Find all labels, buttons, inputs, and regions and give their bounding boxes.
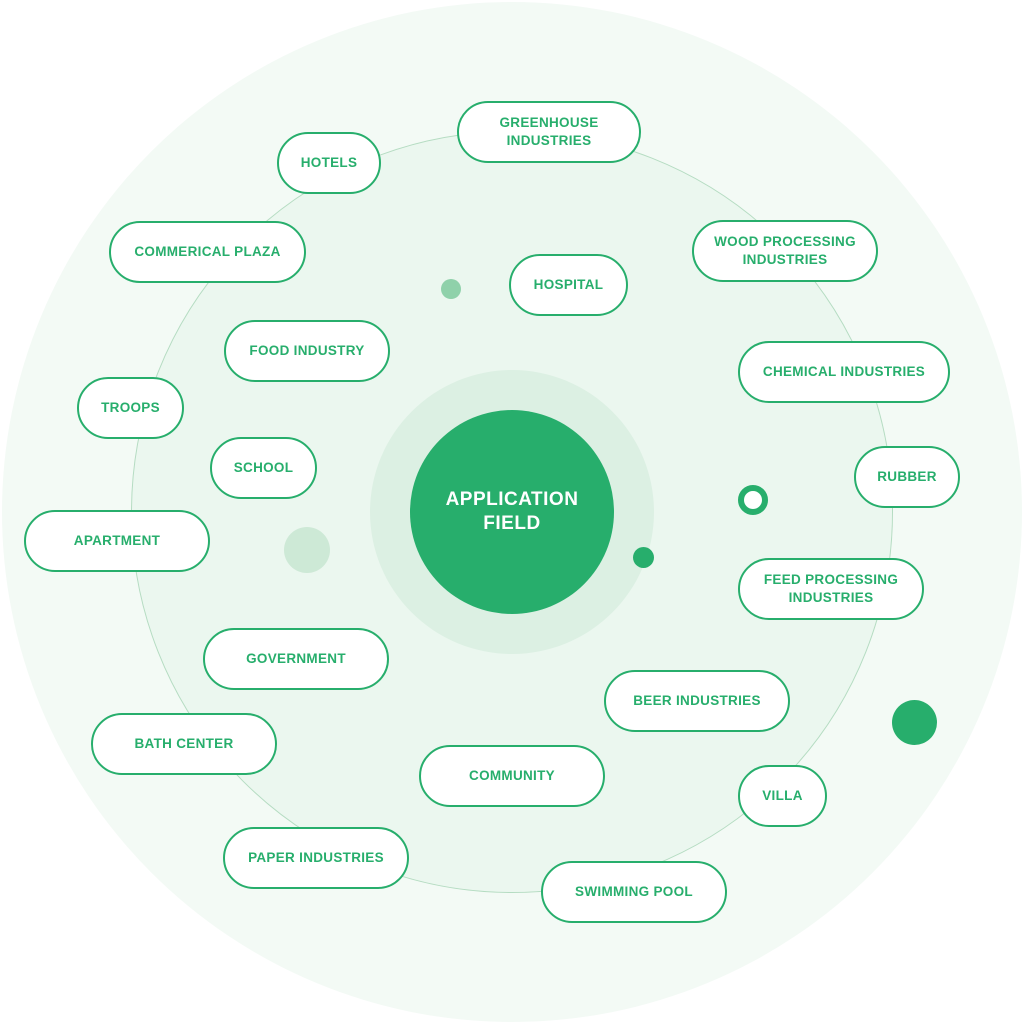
node-commercial-plaza: COMMERICAL PLAZA [109,221,306,283]
node-rubber: RUBBER [854,446,960,508]
node-apartment: APARTMENT [24,510,210,572]
node-hotels: HOTELS [277,132,381,194]
node-hospital: HOSPITAL [509,254,628,316]
node-beer-industries: BEER INDUSTRIES [604,670,790,732]
decorative-dot-small-green [633,547,654,568]
node-chemical-industries: CHEMICAL INDUSTRIES [738,341,950,403]
decorative-ring-dot [738,485,768,515]
node-swimming-pool: SWIMMING POOL [541,861,727,923]
node-community: COMMUNITY [419,745,605,807]
node-villa: VILLA [738,765,827,827]
node-greenhouse-industries: GREENHOUSE INDUSTRIES [457,101,641,163]
node-feed-processing-industries: FEED PROCESSING INDUSTRIES [738,558,924,620]
decorative-dot-large-green [892,700,937,745]
decorative-dot-pale [284,527,330,573]
decorative-dot-small-light [441,279,461,299]
node-government: GOVERNMENT [203,628,389,690]
node-troops: TROOPS [77,377,184,439]
center-title: APPLICATION FIELD [445,489,579,534]
node-paper-industries: PAPER INDUSTRIES [223,827,409,889]
node-bath-center: BATH CENTER [91,713,277,775]
node-wood-processing-industries: WOOD PROCESSING INDUSTRIES [692,220,878,282]
node-school: SCHOOL [210,437,317,499]
center-node: APPLICATION FIELD [410,410,614,614]
node-food-industry: FOOD INDUSTRY [224,320,390,382]
